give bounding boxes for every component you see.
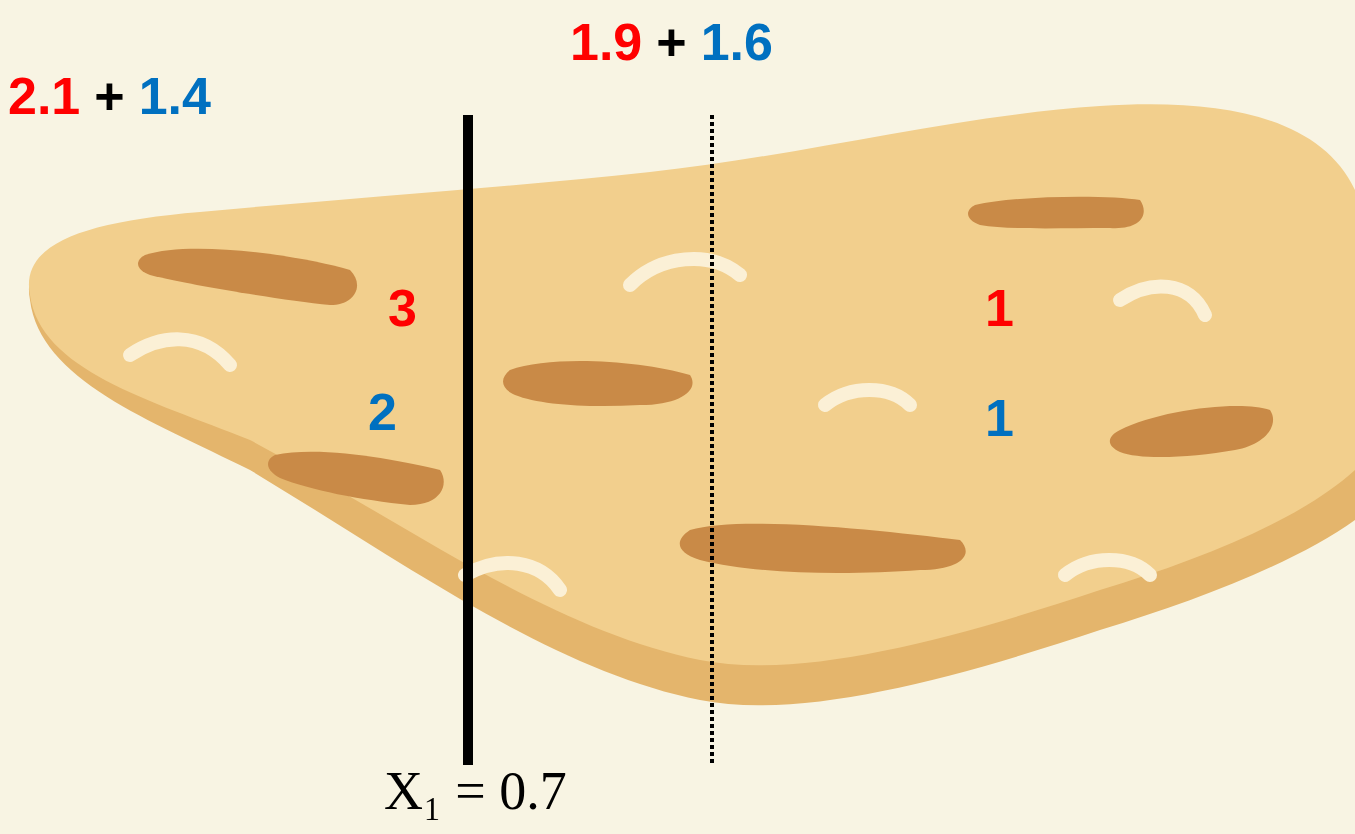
candidate-split-line	[710, 115, 714, 765]
split-value: X₁ = 0.7	[384, 762, 567, 821]
plus-sign: +	[656, 14, 686, 71]
count-label: 1	[985, 390, 1014, 447]
sum-term: 1.6	[701, 14, 773, 71]
toasted-spots	[138, 197, 1273, 573]
bread-top	[29, 104, 1355, 665]
sum-term: 1.4	[139, 68, 211, 125]
count-label: 3	[388, 280, 417, 337]
flour-marks	[130, 259, 1205, 590]
sum-term: 2.1	[8, 68, 80, 125]
count-label: 1	[985, 280, 1014, 337]
sum-term: 1.9	[570, 14, 642, 71]
sum-group: 1.9+1.6	[570, 14, 773, 71]
count-label: 2	[368, 384, 397, 441]
sum-group: 2.1+1.4	[8, 68, 211, 125]
plus-sign: +	[94, 68, 124, 125]
split-line	[463, 115, 473, 765]
